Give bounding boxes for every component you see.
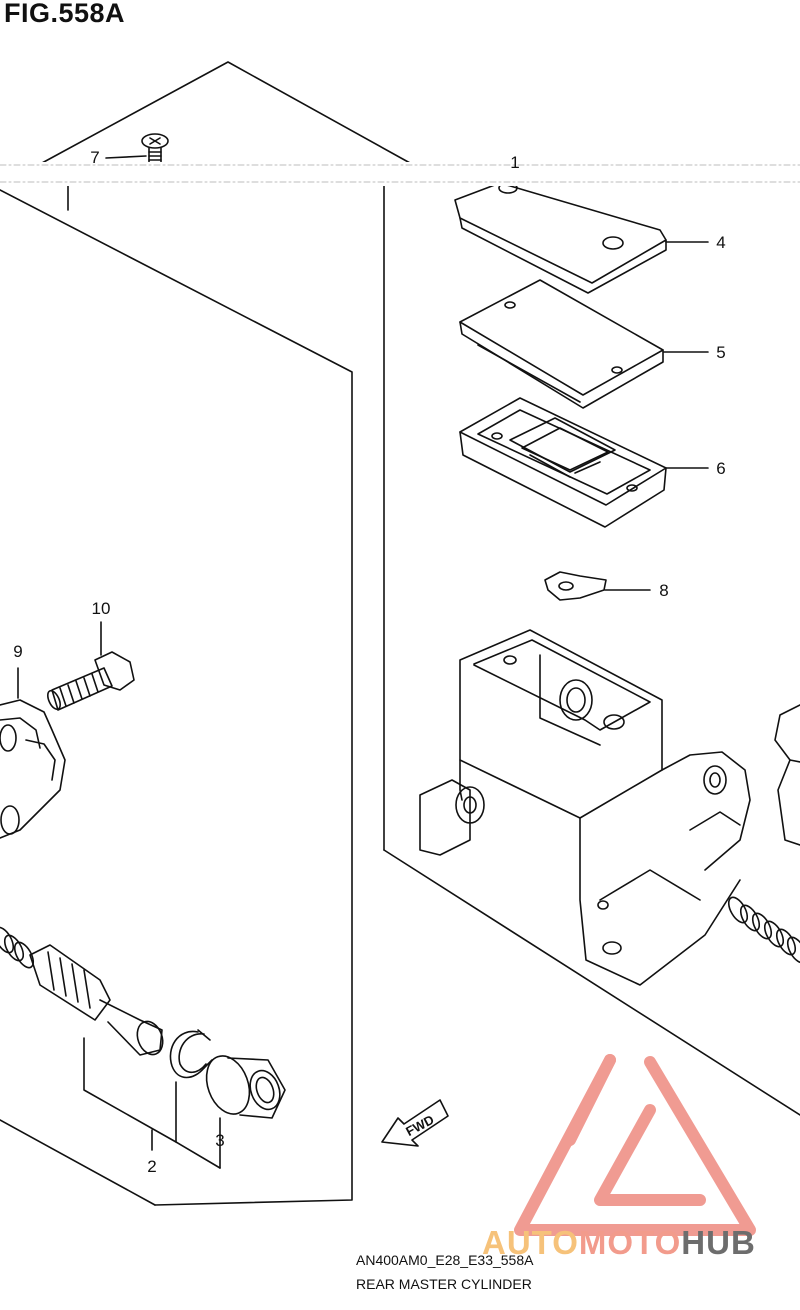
- leader-7: [105, 155, 147, 159]
- callout-6: 6: [716, 459, 726, 478]
- piston-kit-2: [0, 926, 164, 1056]
- boot-3: [205, 1055, 286, 1119]
- diaphragm-plate-5: [459, 279, 664, 409]
- clip-8: [544, 571, 607, 601]
- callout-8: 8: [659, 581, 669, 600]
- circlip: [169, 1029, 213, 1079]
- clamp-9: [0, 699, 66, 839]
- callout-7: 7: [90, 148, 100, 167]
- diaphragm-6: [459, 397, 667, 528]
- watermark-part-moto: MOTO: [578, 1224, 682, 1261]
- scan-band: [0, 162, 800, 186]
- fwd-arrow-icon: [381, 1099, 449, 1147]
- left-assembly-box: [0, 61, 800, 1206]
- callout-5: 5: [716, 343, 726, 362]
- watermark-text: AUTOMOTOHUB: [482, 1224, 756, 1262]
- figure-title: FIG.558A: [4, 0, 126, 28]
- watermark-part-auto: AUTO: [482, 1224, 579, 1261]
- right-spring-fragment: [727, 896, 800, 964]
- scan-noise: [0, 164, 800, 183]
- callout-10: 10: [91, 599, 111, 618]
- reservoir-cap-4: [454, 182, 667, 294]
- drawing-code: AN400AM0_E28_E33_558A: [356, 1252, 534, 1268]
- master-cylinder-body: [419, 629, 751, 986]
- bolt-10: [47, 651, 135, 711]
- leader-2a: [83, 1037, 221, 1169]
- watermark-part-hub: HUB: [681, 1224, 756, 1261]
- callout-4: 4: [716, 233, 726, 252]
- right-clamp-fragment: [774, 704, 800, 846]
- callout-9: 9: [13, 642, 23, 661]
- callout-3: 3: [215, 1131, 225, 1150]
- figure-caption: REAR MASTER CYLINDER: [356, 1276, 532, 1292]
- screw-7: [141, 133, 169, 166]
- callout-1: 1: [510, 153, 520, 172]
- callout-2: 2: [147, 1157, 157, 1176]
- watermark-logo-icon: [514, 1054, 756, 1236]
